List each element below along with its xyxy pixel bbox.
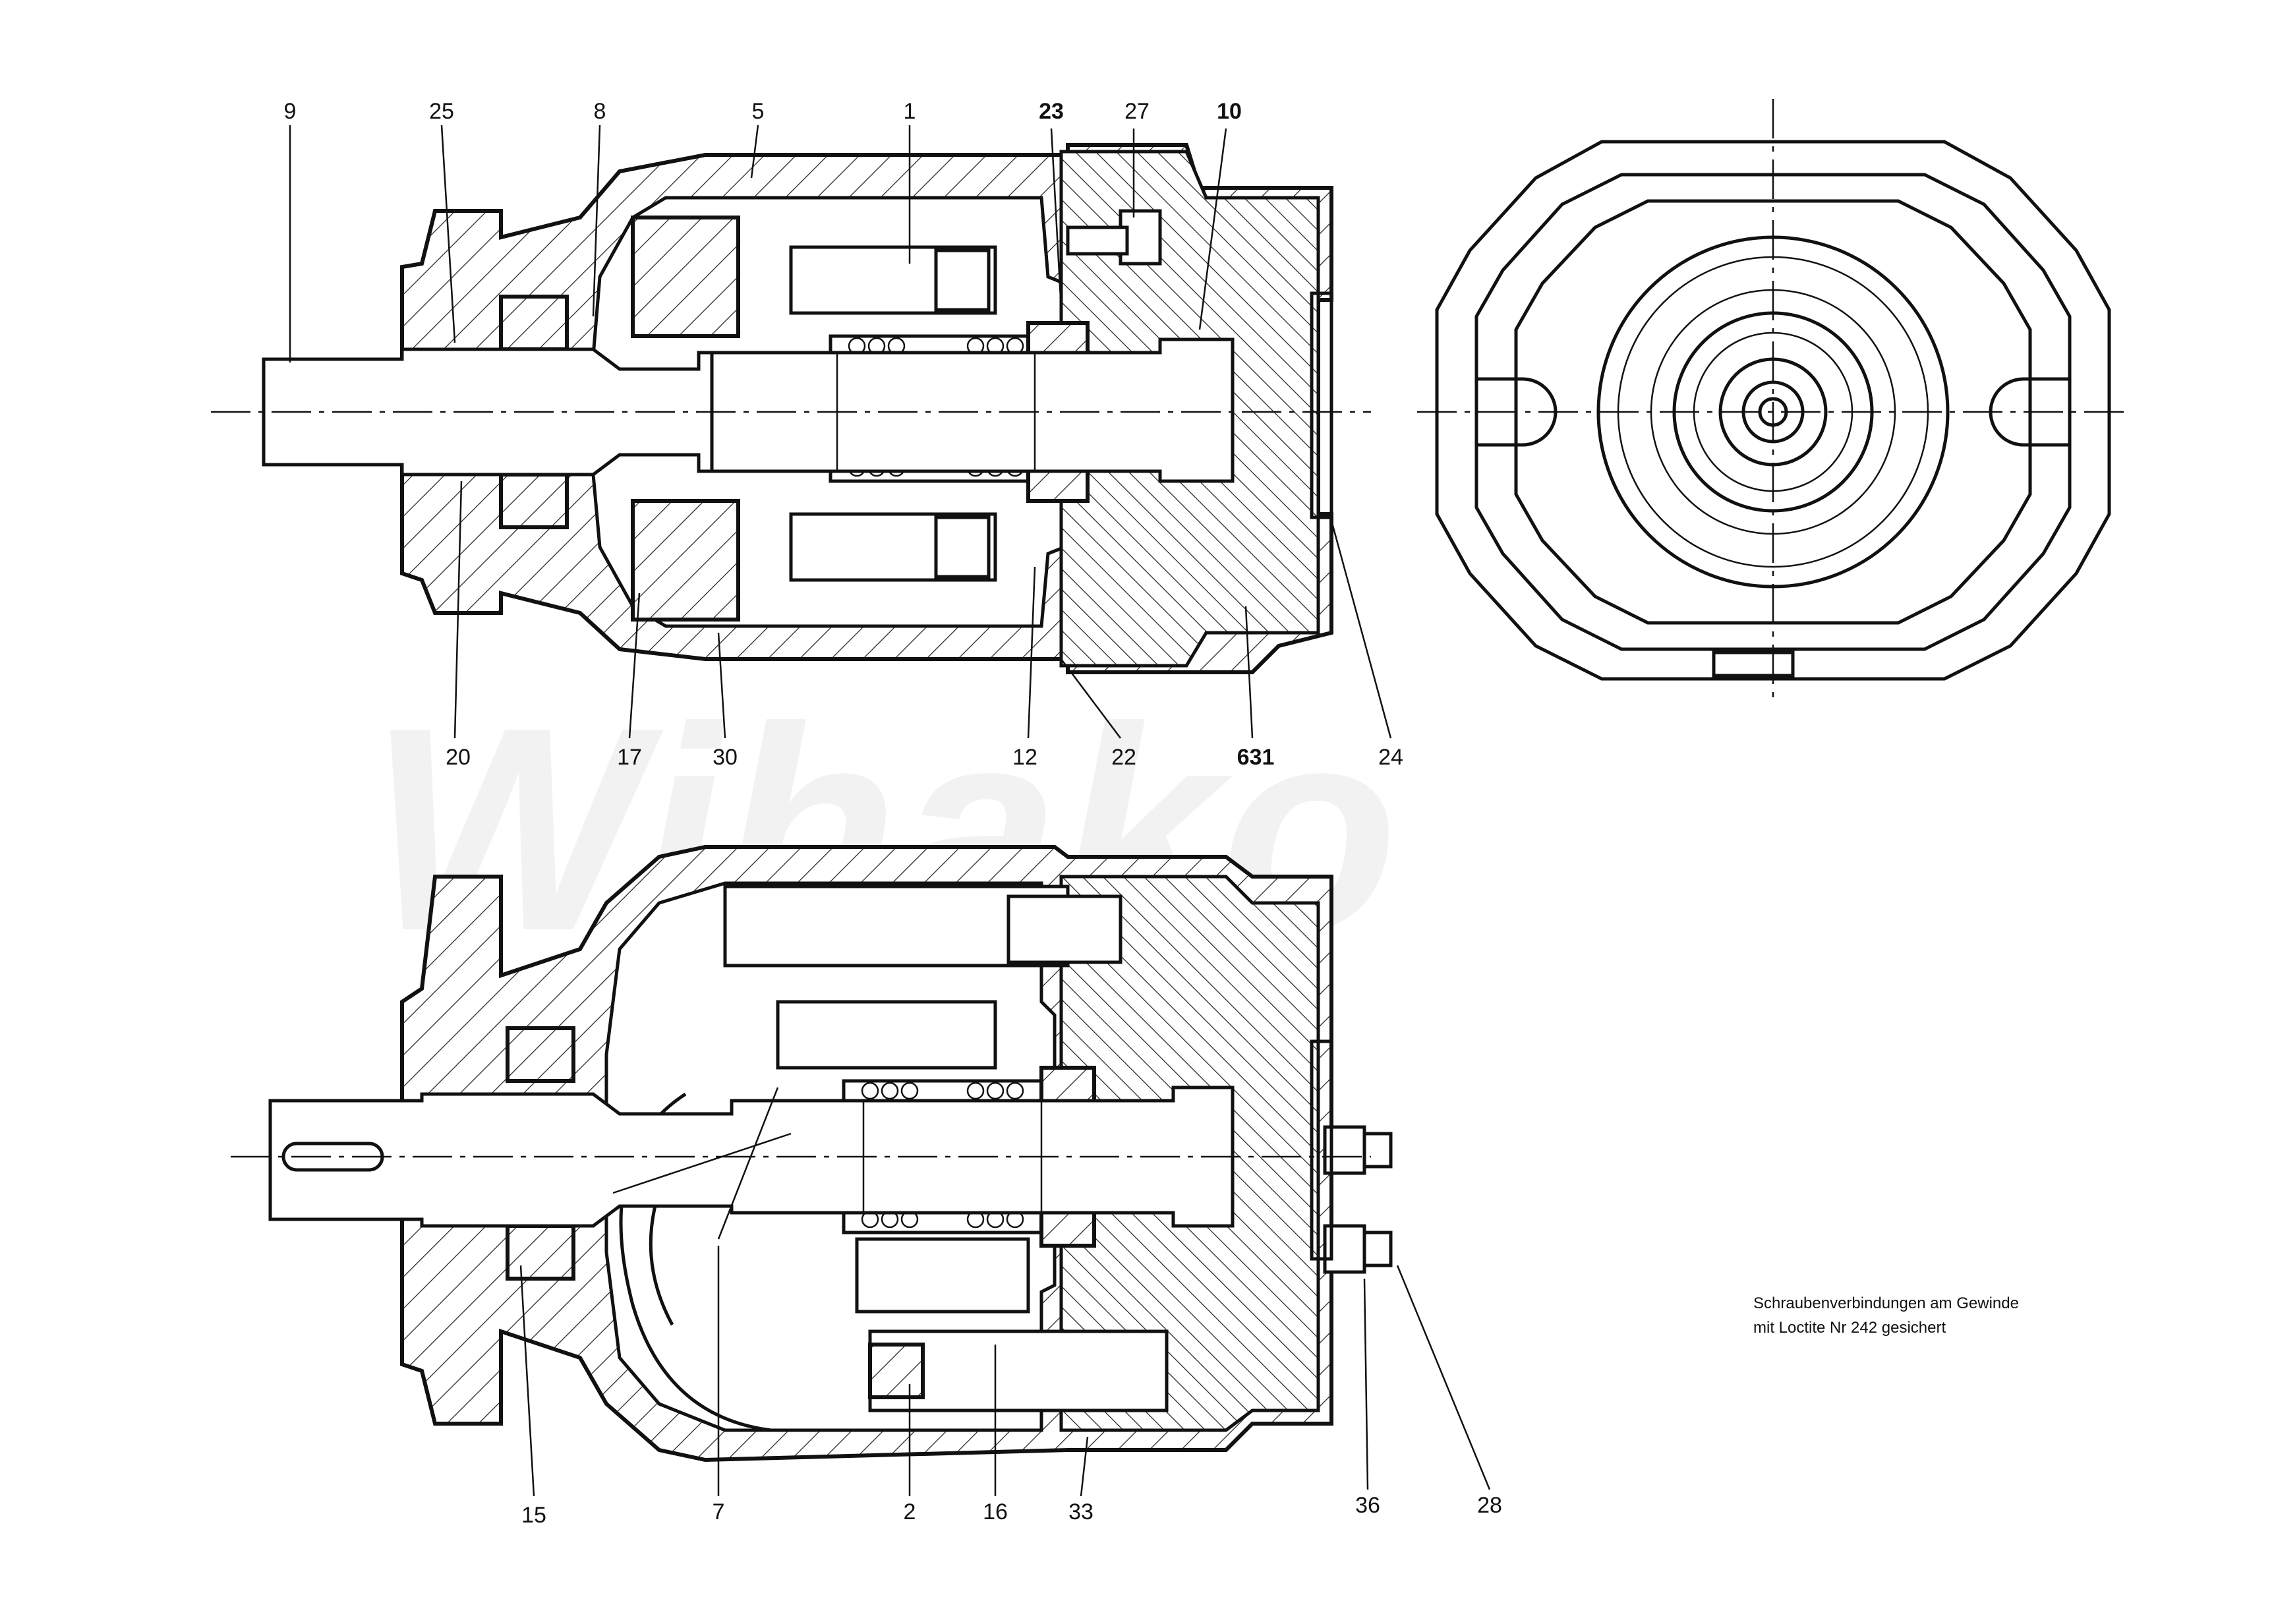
callout-5: 5 (752, 99, 765, 124)
callout-23: 23 (1039, 99, 1064, 124)
callout-25: 25 (429, 99, 454, 124)
note-line-1: Schraubenverbindungen am Gewinde (1753, 1294, 2019, 1312)
callout-12: 12 (1012, 745, 1037, 770)
callout-9: 9 (284, 99, 297, 124)
callout-16: 16 (983, 1499, 1008, 1524)
callout-36: 36 (1355, 1493, 1380, 1518)
note: Schraubenverbindungen am Gewinde mit Loc… (1753, 1294, 2019, 1337)
callout-24: 24 (1378, 745, 1403, 770)
callouts-top: 9 25 8 5 1 23 27 10 20 17 30 12 22 631 2… (284, 99, 1403, 770)
callout-7: 7 (713, 1499, 725, 1524)
leader-lines (289, 125, 1491, 1497)
callout-2: 2 (904, 1499, 916, 1524)
callouts-bottom: 15 7 2 16 33 36 28 (521, 1493, 1502, 1528)
callout-10: 10 (1217, 99, 1242, 124)
callout-22: 22 (1111, 745, 1136, 770)
top-section-view (211, 143, 1371, 674)
callout-1: 1 (904, 99, 916, 124)
callout-33: 33 (1068, 1499, 1093, 1524)
callout-631: 631 (1237, 745, 1275, 770)
callout-20: 20 (446, 745, 471, 770)
end-view (1417, 99, 2129, 705)
callout-27: 27 (1124, 99, 1150, 124)
callout-30: 30 (713, 745, 738, 770)
callout-28: 28 (1477, 1493, 1502, 1518)
callout-8: 8 (594, 99, 606, 124)
note-line-2: mit Loctite Nr 242 gesichert (1753, 1319, 1946, 1337)
callout-17: 17 (617, 745, 642, 770)
callout-15: 15 (521, 1503, 546, 1528)
